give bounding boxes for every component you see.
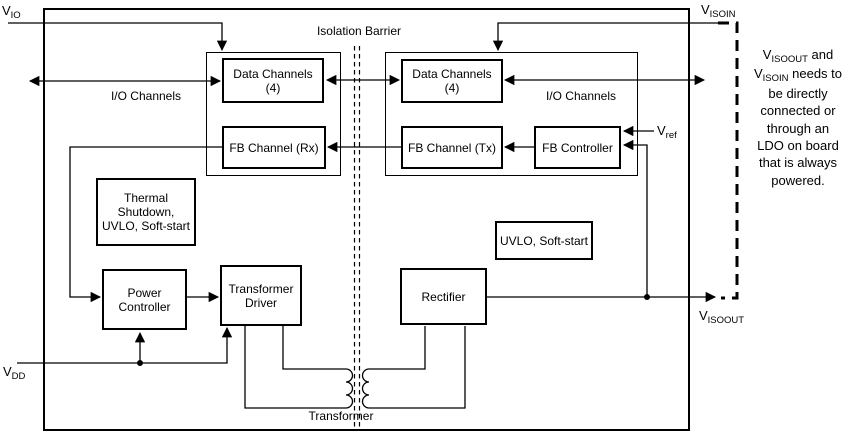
driver-to-coil-inner-wire <box>282 326 346 370</box>
block-rectifier: Rectifier <box>400 268 487 325</box>
io-channels-right-label: I/O Channels <box>545 89 617 103</box>
visoout-pin-label: VISOOUT <box>699 308 745 326</box>
transformer-label: Transformer <box>308 409 374 423</box>
coil-to-rectifier-outer-wire <box>369 326 466 409</box>
block-label: UVLO, Soft-start <box>499 233 589 248</box>
vref-pin-label: Vref <box>657 123 677 141</box>
coil-to-rectifier-inner-wire <box>369 326 426 370</box>
block-label: Data Channels <box>412 67 492 81</box>
block-label: (4) <box>444 81 460 95</box>
transformer-secondary-coil <box>361 368 370 409</box>
block-uvlo-softstart: UVLO, Soft-start <box>495 221 593 260</box>
note-line: that is always <box>758 155 838 171</box>
vio-line <box>8 22 228 52</box>
block-label: Controller <box>118 299 171 314</box>
note-line: VISOOUT and <box>762 47 834 65</box>
note-line: be directly <box>768 85 828 101</box>
block-label: Thermal <box>123 191 168 205</box>
chip-outline <box>43 8 690 431</box>
io-channels-left-label: I/O Channels <box>110 89 182 103</box>
block-label: FB Controller <box>542 140 613 155</box>
block-thermal-shutdown-uvlo: Thermal Shutdown, UVLO, Soft-start <box>96 178 196 246</box>
block-fb-controller: FB Controller <box>534 126 621 169</box>
block-power-controller: Power Controller <box>102 269 187 330</box>
block-label: (4) <box>265 80 281 95</box>
external-visoin-visoout-dashed-link <box>718 21 739 300</box>
block-fb-channel-tx: FB Channel (Tx) <box>401 126 503 169</box>
feedback-sense-line <box>622 139 648 297</box>
transformer-primary-coil <box>345 368 354 409</box>
block-label: Shutdown, <box>117 205 175 219</box>
block-label: FB Channel (Tx) <box>407 140 497 155</box>
driver-to-coil-outer-wire <box>244 326 346 409</box>
note-line: through an <box>766 120 830 136</box>
vdd-junction-dot <box>137 360 143 366</box>
block-label: Power <box>127 285 162 300</box>
block-data-channels-left: Data Channels (4) <box>222 58 324 103</box>
note-line: VISOIN needs to <box>753 66 843 84</box>
fbrx-to-powercontroller-line <box>69 146 222 303</box>
block-label: FB Channel (Rx) <box>229 140 319 155</box>
block-fb-channel-rx: FB Channel (Rx) <box>222 126 326 169</box>
block-transformer-driver: Transformer Driver <box>220 265 302 326</box>
vdd-pin-label: VDD <box>3 364 26 382</box>
note-line: connected or <box>760 103 836 119</box>
block-label: Data Channels <box>233 66 313 81</box>
block-data-channels-right: Data Channels (4) <box>401 59 503 103</box>
vdd-line <box>17 326 233 364</box>
note-line: LDO on board <box>757 138 839 154</box>
isolation-barrier-label: Isolation Barrier <box>316 24 402 38</box>
visoout-junction-dot <box>644 294 650 300</box>
block-label: UVLO, Soft-start <box>101 219 191 233</box>
vio-pin-label: VIO <box>2 3 21 21</box>
block-label: Rectifier <box>421 289 466 304</box>
visoin-line <box>492 22 718 52</box>
visoin-pin-label: VISOIN <box>701 2 736 20</box>
group-secondary-side-channels <box>385 52 638 176</box>
block-label: Transformer <box>228 281 294 296</box>
connection-note: VISOOUT and VISOIN needs to be directly … <box>744 46 852 189</box>
note-line: powered. <box>771 172 825 188</box>
block-label: Driver <box>245 295 277 310</box>
group-primary-side-channels <box>206 52 341 176</box>
